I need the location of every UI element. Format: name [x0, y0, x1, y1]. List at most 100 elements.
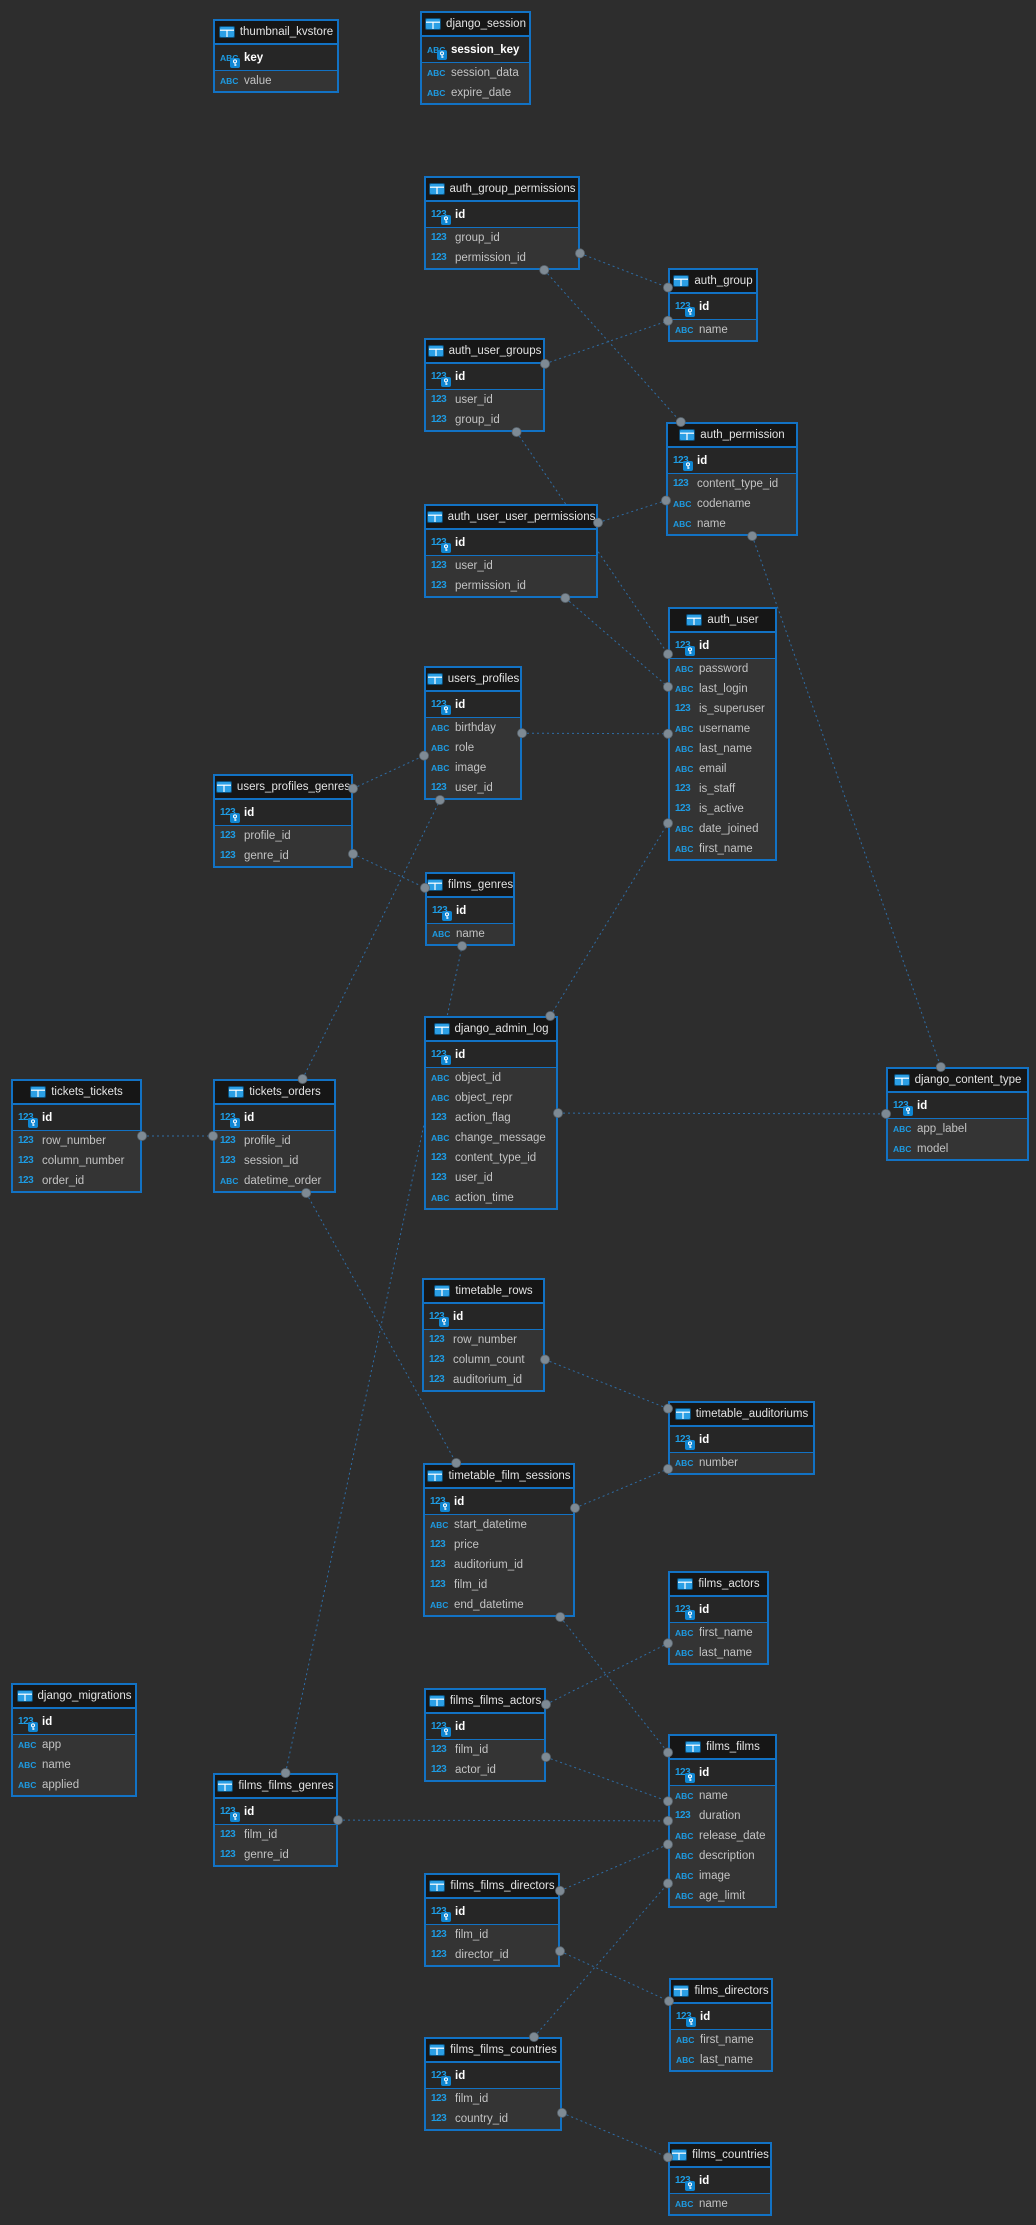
column-name: image	[455, 762, 487, 774]
primary-key-icon	[28, 1117, 38, 1128]
column-name: genre_id	[244, 1849, 289, 1861]
table-header: thumbnail_kvstore	[215, 21, 337, 45]
column-name: applied	[42, 1779, 80, 1791]
text-type-icon: ABC	[430, 1520, 449, 1530]
table-header: tickets_tickets	[13, 1081, 140, 1105]
column-name: id	[699, 300, 710, 313]
numeric-type-icon: 123	[431, 1720, 451, 1737]
column-name: director_id	[455, 1949, 509, 1961]
column-name: user_id	[455, 394, 493, 406]
numeric-type-icon: 123	[431, 252, 447, 263]
table-title: auth_group	[694, 275, 753, 287]
primary-key-icon	[442, 910, 452, 921]
column-name: id	[697, 454, 708, 467]
primary-key-icon	[686, 2016, 696, 2027]
column-name: id	[42, 1715, 53, 1728]
column-name: auditorium_id	[453, 1374, 523, 1386]
numeric-type-icon: 123	[430, 1495, 450, 1512]
table-grid-icon	[425, 18, 442, 30]
column-name: app	[42, 1739, 62, 1751]
column-name: id	[455, 1720, 466, 1733]
primary-key-icon	[683, 460, 693, 471]
text-type-icon: ABC	[431, 1093, 450, 1103]
table-title: django_migrations	[37, 1690, 132, 1702]
numeric-type-icon: 123	[430, 1559, 446, 1570]
text-type-icon: ABC	[427, 68, 446, 78]
table-grid-icon	[228, 1086, 245, 1098]
column-name: birthday	[455, 722, 496, 734]
column-name: id	[917, 1099, 928, 1112]
column-name: action_time	[455, 1192, 514, 1204]
table-grid-icon	[673, 1985, 690, 1997]
table-grid-icon	[427, 879, 443, 891]
text-type-icon: ABC	[431, 743, 450, 753]
text-type-icon: ABC	[893, 1124, 912, 1134]
column-name: object_repr	[455, 1092, 513, 1104]
column-name: first_name	[699, 1627, 753, 1639]
table-title: timetable_rows	[455, 1285, 533, 1297]
numeric-type-icon: 123	[220, 1829, 236, 1840]
numeric-type-icon: 123	[431, 2113, 447, 2124]
table-title: films_films_countries	[450, 2044, 557, 2056]
primary-key-icon	[439, 1316, 449, 1327]
table-title: films_films	[706, 1741, 760, 1753]
text-type-icon: ABC	[18, 1780, 37, 1790]
column-name: password	[699, 663, 749, 675]
text-type-icon: ABC	[18, 1760, 37, 1770]
numeric-type-icon: 123	[675, 783, 691, 794]
numeric-type-icon: 123	[675, 300, 695, 317]
column-name: profile_id	[244, 830, 291, 842]
primary-key-icon	[441, 542, 451, 553]
numeric-type-icon: 123	[675, 2174, 695, 2191]
numeric-type-icon: 123	[431, 1764, 447, 1775]
table-header: auth_user_user_permissions	[426, 506, 596, 530]
primary-key-icon	[685, 1609, 695, 1620]
